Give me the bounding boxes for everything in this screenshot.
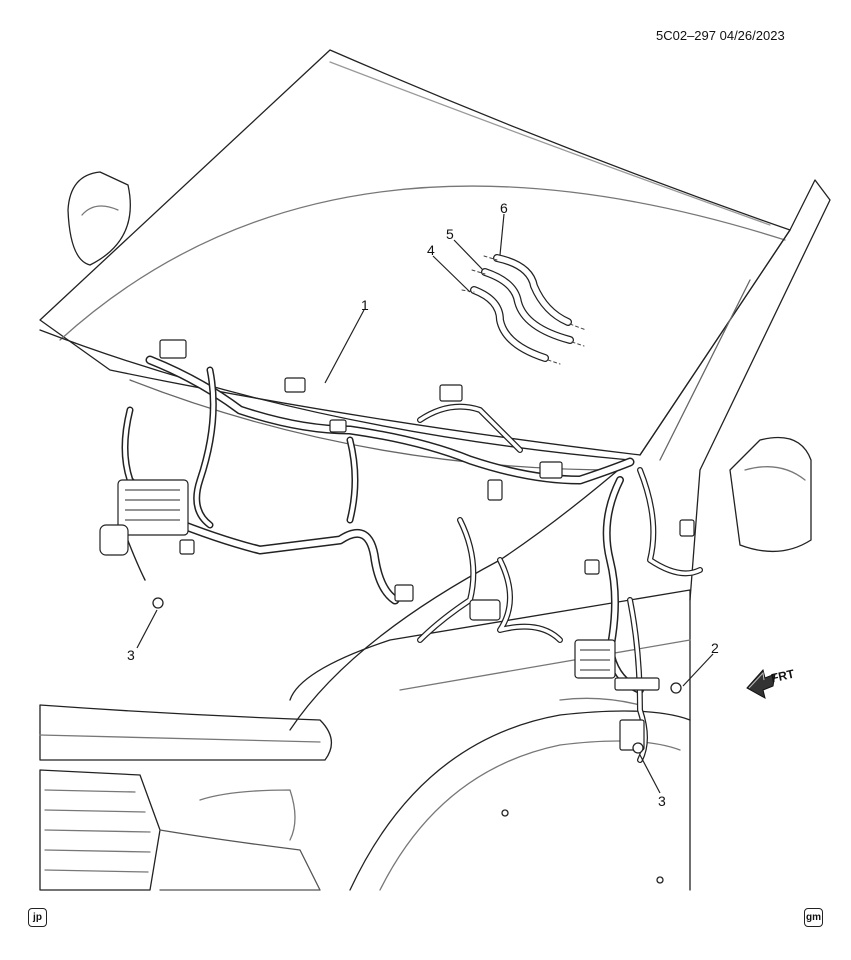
jp-badge: jp <box>28 908 47 927</box>
bumper-edge <box>159 829 321 891</box>
grille <box>39 769 161 891</box>
gm-logo-badge: gm <box>804 908 823 927</box>
callout-3-left: 3 <box>127 647 135 663</box>
wheel-arch <box>349 710 691 891</box>
callout-3-right: 3 <box>658 793 666 809</box>
fastener-2 <box>670 682 682 694</box>
body-control-module <box>574 639 616 679</box>
callout-2: 2 <box>711 640 719 656</box>
right-mirror <box>729 436 812 553</box>
fuse-block <box>117 479 189 536</box>
left-mirror <box>67 171 131 266</box>
windshield-outline <box>39 49 791 456</box>
callout-6: 6 <box>500 200 508 216</box>
fastener-3-left <box>152 597 164 609</box>
a-pillar <box>639 179 831 601</box>
leader-lines <box>136 213 714 794</box>
callout-4: 4 <box>427 242 435 258</box>
callout-5: 5 <box>446 226 454 242</box>
front-arrow-icon <box>746 668 776 699</box>
fastener-3-right <box>632 742 644 754</box>
headlight <box>39 704 332 761</box>
hood-edge <box>39 329 631 731</box>
diagram-reference-id: 5C02–297 04/26/2023 <box>656 28 785 43</box>
fasteners <box>152 597 682 754</box>
windshield-inner-line <box>59 185 786 341</box>
hose-group <box>461 254 587 365</box>
connectors <box>99 339 695 751</box>
fender <box>289 589 691 891</box>
callout-1: 1 <box>361 297 369 313</box>
